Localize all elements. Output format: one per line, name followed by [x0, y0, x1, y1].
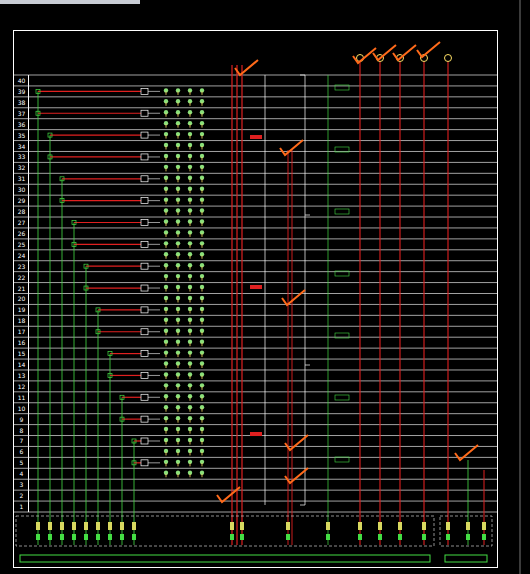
- floor-number: 21: [15, 285, 28, 292]
- drawing: [14, 31, 498, 568]
- floor-number: 31: [15, 175, 28, 182]
- floor-number: 4: [15, 470, 28, 477]
- floor-number: 17: [15, 328, 28, 335]
- floor-number: 2: [15, 492, 28, 499]
- floor-number: 22: [15, 274, 28, 281]
- floor-number: 11: [15, 394, 28, 401]
- floor-number: 7: [15, 437, 28, 444]
- floor-number: 15: [15, 350, 28, 357]
- floor-number: 40: [15, 77, 28, 84]
- floor-number: 34: [15, 143, 28, 150]
- floor-number: 24: [15, 252, 28, 259]
- floor-number: 9: [15, 416, 28, 423]
- floor-number: 1: [15, 503, 28, 510]
- floor-number: 30: [15, 186, 28, 193]
- floor-number: 10: [15, 405, 28, 412]
- floor-number: 25: [15, 241, 28, 248]
- floor-number: 38: [15, 99, 28, 106]
- floor-number: 33: [15, 153, 28, 160]
- floor-number: 6: [15, 448, 28, 455]
- floor-number: 20: [15, 295, 28, 302]
- floor-number: 14: [15, 361, 28, 368]
- floor-number: 12: [15, 383, 28, 390]
- floor-number: 28: [15, 208, 28, 215]
- floor-number: 35: [15, 132, 28, 139]
- floor-number: 13: [15, 372, 28, 379]
- floor-number: 16: [15, 339, 28, 346]
- floor-number: 19: [15, 306, 28, 313]
- floor-number: 26: [15, 230, 28, 237]
- floor-number: 32: [15, 164, 28, 171]
- floor-number: 23: [15, 263, 28, 270]
- floor-number: 37: [15, 110, 28, 117]
- floor-number: 5: [15, 459, 28, 466]
- floor-number: 8: [15, 427, 28, 434]
- floor-number: 3: [15, 481, 28, 488]
- floor-number: 27: [15, 219, 28, 226]
- floor-number: 29: [15, 197, 28, 204]
- floor-number: 18: [15, 317, 28, 324]
- floor-number: 39: [15, 88, 28, 95]
- floor-number: 36: [15, 121, 28, 128]
